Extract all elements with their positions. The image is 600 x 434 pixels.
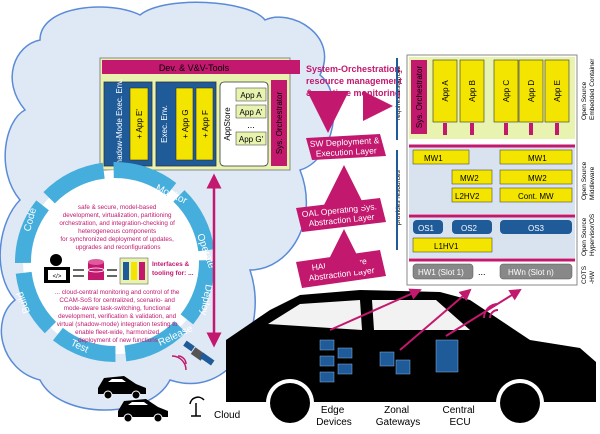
central-ecu-block <box>435 339 459 373</box>
sw-deployment-layer[interactable]: SW Deployment & Execution Layer <box>306 134 386 160</box>
appstore-app-a-prime: App A' <box>240 108 263 117</box>
cloud-label: Cloud <box>214 410 240 421</box>
cloud-sys-orchestrator[interactable] <box>271 80 287 166</box>
developer-laptop-icon: </> <box>44 254 70 283</box>
app-g-label: + App G <box>181 109 190 138</box>
svg-text:MW2: MW2 <box>460 174 479 183</box>
appstore-label: AppStore <box>223 107 232 141</box>
dashboard-icon <box>119 257 149 285</box>
svg-text:HW1 (Slot 1): HW1 (Slot 1) <box>418 268 464 277</box>
mw2-right[interactable] <box>499 169 573 185</box>
database-icon <box>87 259 105 280</box>
os2[interactable] <box>452 220 492 234</box>
svg-text:SW Deployment & Executio: SW Deployment & Execution Layer <box>310 135 383 159</box>
cycle-plan: Plan <box>88 181 108 192</box>
mw1-left[interactable] <box>412 149 470 165</box>
svg-text:OS3: OS3 <box>528 224 545 233</box>
edge-device-blocks <box>319 339 353 383</box>
appstore-app-a: App A <box>240 91 262 100</box>
shadow-mode-label: Shadow-Mode Exec. Env. <box>115 78 124 169</box>
os1[interactable] <box>413 220 443 234</box>
cont-mw[interactable] <box>499 187 573 203</box>
mw1-right[interactable] <box>499 149 573 165</box>
oal-layer[interactable]: OAL Operating Sys. Abstraction Layer <box>296 198 386 232</box>
devops-cycle: Plan Monitor Operate Deploy Release Test… <box>15 162 217 362</box>
open-source-hypervisor-label: Open Source Hypervisor/OS <box>581 213 596 256</box>
hwn-slot[interactable] <box>499 263 573 280</box>
svg-text:App D: App D <box>527 80 536 102</box>
svg-text:MW1: MW1 <box>528 154 547 163</box>
hal-layer[interactable]: HAL Hardware Abstraction Layer <box>296 250 386 288</box>
svg-text:App C: App C <box>502 80 511 102</box>
zonal-gateways-label: Zonal Gateways <box>376 405 420 428</box>
edge-sys-orchestrator[interactable] <box>411 60 427 134</box>
appstore-ellipsis: ... <box>247 120 255 130</box>
l2hv2[interactable] <box>451 187 493 203</box>
dev-vv-tools-label: Dev. & V&V-Tools <box>159 63 230 73</box>
cloud-sys-orchestrator-label: Sys. Orchestrator <box>275 92 284 155</box>
svg-text:App B: App B <box>468 80 477 102</box>
hw-ellipsis: ... <box>478 267 486 277</box>
app-e-prime-label: + App E' <box>135 109 144 139</box>
sync-arrows-icon <box>107 269 117 277</box>
edge-app-c[interactable] <box>493 59 519 123</box>
mw2-left[interactable] <box>451 169 493 185</box>
edge-stack: Sys. Orchestrator App A App B App C App … <box>406 54 578 286</box>
svg-text:HWn (Slot n): HWn (Slot n) <box>508 268 554 277</box>
edge-app-d[interactable] <box>518 59 544 123</box>
edge-app-a[interactable] <box>432 59 458 123</box>
app-g-box[interactable] <box>175 87 194 161</box>
desc-bottom: ... cloud-central monitoring and control… <box>55 289 181 344</box>
cloud-dev-box: Dev. & V&V-Tools Shadow-Mode Exec. Env. … <box>99 57 300 171</box>
central-ecu-label: Central ECU <box>442 405 477 428</box>
small-car-1 <box>98 376 146 400</box>
antenna-dish-icon <box>189 396 205 417</box>
svg-text:MW2: MW2 <box>528 174 547 183</box>
svg-text:</>: </> <box>53 274 62 280</box>
edge-devices-label: Edge Devices <box>316 405 352 428</box>
open-source-middleware-label: Open Source Middleware <box>581 160 596 200</box>
interfaces-label: Interfaces & tooling for: ... <box>152 261 194 277</box>
provides-resources-label: provides resources <box>395 169 402 225</box>
svg-text:App A: App A <box>441 80 450 102</box>
appstore-app-g-prime: App G' <box>239 135 264 144</box>
dev-vv-tools-bar[interactable] <box>102 60 286 74</box>
svg-text:MW1: MW1 <box>424 154 443 163</box>
hw1-slot[interactable] <box>412 263 474 280</box>
os3[interactable] <box>500 220 572 234</box>
exec-env-label: Exec. Env. <box>160 105 169 143</box>
desc-top: safe & secure, model-based development, … <box>59 204 176 251</box>
app-f-label: + App F <box>201 110 210 138</box>
satellite-icon <box>183 340 215 366</box>
requires-resources-label: requires resources <box>395 65 402 120</box>
edge-sys-orchestrator-label: Sys. Orchestrator <box>415 66 424 129</box>
wireless-signal-icon <box>171 355 187 371</box>
system-orchestration-label: System-Orchestration, resource managemen… <box>306 64 405 98</box>
small-car-2 <box>118 399 168 423</box>
vehicle <box>226 290 596 427</box>
app-f-box[interactable] <box>195 87 214 161</box>
svg-text:OS2: OS2 <box>461 224 478 233</box>
cots-hw-label: COTS -HW <box>581 264 596 284</box>
svg-text:L1HV1: L1HV1 <box>434 242 459 251</box>
open-source-embedded-label: Open Source Embedded Container <box>581 58 596 120</box>
svg-text:Cont. MW: Cont. MW <box>518 192 554 201</box>
l1hv1[interactable] <box>412 237 493 253</box>
svg-text:OS1: OS1 <box>418 224 435 233</box>
edge-app-b[interactable] <box>459 59 485 123</box>
svg-text:App E: App E <box>553 80 562 102</box>
svg-text:L2HV2: L2HV2 <box>455 192 480 201</box>
arrows-icon <box>73 269 84 277</box>
zonal-gateway-blocks <box>379 351 411 375</box>
edge-app-e[interactable] <box>544 59 570 123</box>
car-wireless-icon <box>483 303 499 319</box>
svg-text:OAL Operating Sys. Abstr: OAL Operating Sys. Abstraction Layer <box>301 201 380 229</box>
sw-deployment-line1: SW Deployment & <box>310 135 380 149</box>
sw-deployment-line2: Execution Layer <box>316 145 378 158</box>
app-e-prime-box[interactable] <box>129 87 149 161</box>
